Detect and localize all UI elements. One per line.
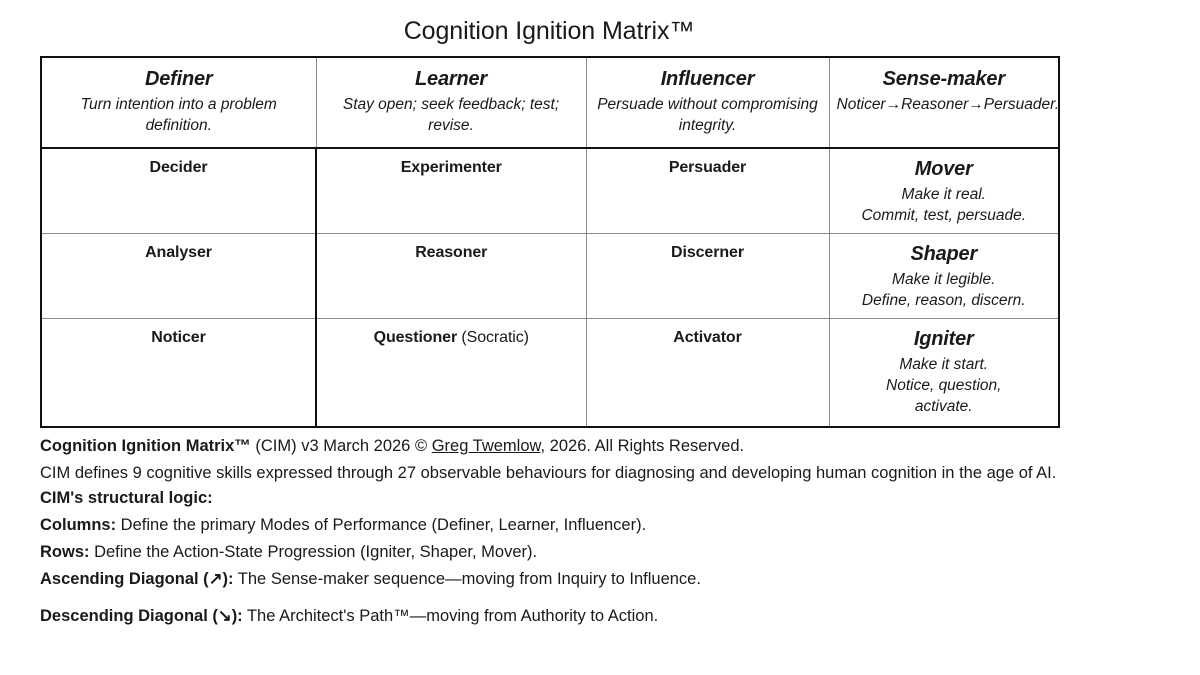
note-columns-label: Columns: [40,516,117,534]
note-copyright-tail: , 2026. All Rights Reserved. [540,437,745,455]
note-ascending-label: Ascending Diagonal (↗): [40,570,234,588]
matrix-row-igniter: Noticer Questioner (Socratic) Activator … [41,318,1059,427]
cell-label-experimenter: Experimenter [400,159,502,176]
summary-title-mover: Mover [914,158,973,180]
cell-label-questioner-bold: Questioner [373,328,458,346]
header-cell-sense-maker: Sense-maker Noticer→Reasoner→Persuader. [829,57,1060,149]
header-subtitle-definer: Turn intention into a problem definition… [80,96,277,134]
matrix-container: Definer Turn intention into a problem de… [40,56,1060,428]
summary-line1-shaper: Make it legible. [892,270,996,288]
table-cell-questioner: Questioner (Socratic) [316,318,587,427]
summary-line3-igniter: activate. [914,397,973,415]
footer-notes: Cognition Ignition Matrix™ (CIM) v3 Marc… [40,434,1100,631]
header-title-definer: Definer [144,68,213,90]
cell-label-analyser: Analyser [145,243,212,261]
note-copyright-mid: (CIM) v3 March 2026 © [250,437,432,455]
table-cell-persuader: Persuader [586,148,830,234]
cognition-ignition-matrix-table: Definer Turn intention into a problem de… [40,56,1060,428]
cell-label-activator: Activator [673,328,742,346]
note-descending-text: The Architect's Path™—moving from Author… [242,607,659,625]
author-link[interactable]: Greg Twemlow [431,437,541,455]
summary-title-shaper: Shaper [910,242,978,265]
note-ascending-pre: Ascending Diagonal ( [40,570,209,588]
arrow-up-right-icon: ↗ [208,570,223,588]
summary-line1-mover: Make it real. [901,186,986,203]
cell-label-reasoner: Reasoner [415,243,488,261]
note-ascending-text: The Sense-maker sequence—moving from Inq… [233,570,701,588]
note-descending-post: ): [231,607,243,625]
note-description-text: CIM defines 9 cognitive skills expressed… [40,464,1057,482]
table-cell-discerner: Discerner [586,233,830,319]
note-descending-diagonal-line: Descending Diagonal (↘): The Architect's… [40,604,1100,629]
note-descending-label: Descending Diagonal (↘): [40,607,243,625]
header-subtitle-learner: Stay open; seek feedback; test; revise. [342,96,560,134]
note-rows-line: Rows: Define the Action-State Progressio… [40,540,1100,565]
cell-label-discerner: Discerner [671,243,744,261]
header-title-sense-maker: Sense-maker [882,68,1006,90]
cell-label-persuader: Persuader [668,159,747,176]
note-columns-line: Columns: Define the primary Modes of Per… [40,513,1100,538]
arrow-down-right-icon: ↘ [217,607,232,625]
note-ascending-post: ): [222,570,234,588]
cell-label-decider: Decider [149,159,208,176]
table-cell-analyser: Analyser [41,233,317,319]
note-columns-text: Define the primary Modes of Performance … [116,516,647,534]
note-copyright-line: Cognition Ignition Matrix™ (CIM) v3 Marc… [40,434,1100,459]
page-title: Cognition Ignition Matrix™ [403,17,695,45]
header-cell-definer: Definer Turn intention into a problem de… [41,57,317,149]
table-cell-mover-summary: Mover Make it real. Commit, test, persua… [829,148,1059,234]
note-structural-logic-label: CIM's structural logic: [40,489,213,507]
table-cell-shaper-summary: Shaper Make it legible. Define, reason, … [829,233,1059,319]
note-rows-text: Define the Action-State Progression (Ign… [89,543,538,561]
table-cell-noticer: Noticer [41,318,317,427]
cell-label-questioner: Questioner (Socratic) [324,327,579,348]
matrix-header-row: Definer Turn intention into a problem de… [41,57,1060,149]
header-title-influencer: Influencer [660,68,755,90]
header-cell-learner: Learner Stay open; seek feedback; test; … [316,57,587,149]
summary-line2-igniter: Notice, question, [886,376,1002,394]
table-cell-reasoner: Reasoner [316,233,587,319]
table-cell-experimenter: Experimenter [316,148,587,234]
header-subtitle-sense-maker: Noticer→Reasoner→Persuader. [836,96,1060,113]
table-cell-decider: Decider [41,148,317,234]
header-subtitle-influencer: Persuade without compromising integrity. [597,96,818,134]
table-cell-igniter-summary: Igniter Make it start. Notice, question,… [829,318,1059,427]
cell-label-noticer: Noticer [151,328,206,346]
table-cell-activator: Activator [586,318,830,427]
header-cell-influencer: Influencer Persuade without compromising… [586,57,830,149]
note-rows-label: Rows: [40,543,90,561]
matrix-row-shaper: Analyser Reasoner Discerner Shaper Make … [41,233,1059,319]
summary-line1-igniter: Make it start. [899,355,989,373]
cell-label-questioner-suffix: (Socratic) [457,328,529,346]
summary-title-igniter: Igniter [913,327,974,350]
note-ascending-diagonal-line: Ascending Diagonal (↗): The Sense-maker … [40,567,1100,592]
summary-line2-shaper: Define, reason, discern. [861,291,1026,309]
summary-line2-mover: Commit, test, persuade. [861,207,1027,224]
matrix-row-mover: Decider Experimenter Persuader Mover Mak… [41,148,1059,234]
note-description-line: CIM defines 9 cognitive skills expressed… [40,461,1100,511]
note-copyright-bold: Cognition Ignition Matrix™ [40,437,251,455]
note-descending-pre: Descending Diagonal ( [40,607,218,625]
header-title-learner: Learner [415,68,487,90]
